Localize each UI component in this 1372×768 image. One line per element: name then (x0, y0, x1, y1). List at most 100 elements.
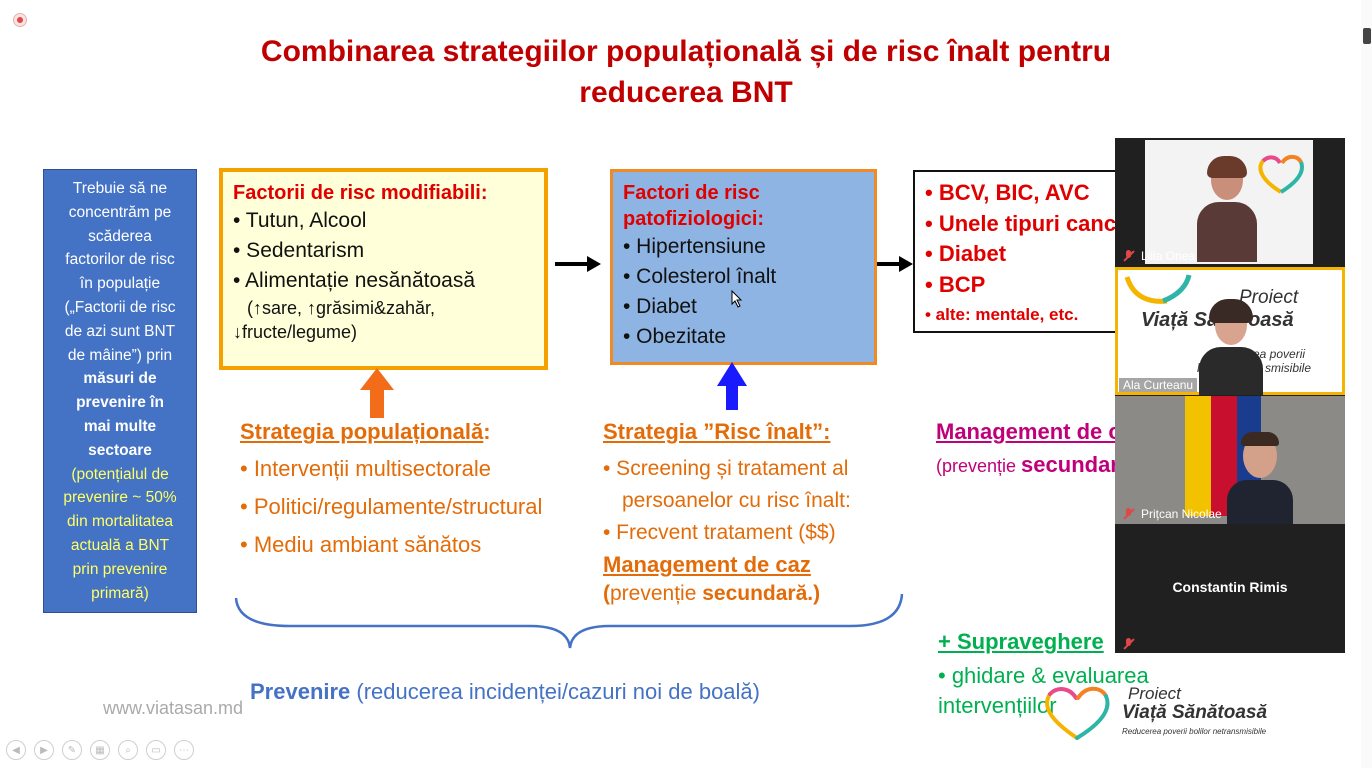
patho-item: • Obezitate (623, 325, 727, 348)
participant-name-label: Ala Curteanu (1119, 378, 1198, 392)
surveillance-title: + Supraveghere (938, 629, 1104, 654)
population-focus-box: Trebuie să ne concentrăm pe scăderea fac… (43, 169, 197, 613)
prevention-caption: Prevenire (reducerea incidenței/cazuri n… (250, 679, 760, 705)
left-box-line: factorilor de risc (65, 251, 175, 269)
participant-name: Lilia Onea (1141, 249, 1196, 263)
left-box-line: (potențialul de (71, 465, 169, 483)
scroll-thumb[interactable] (1363, 28, 1371, 44)
participant-tile-active-speaker[interactable]: Proiect Viață Sănătoasă rea poverii bo s… (1115, 267, 1345, 395)
left-box-line: măsuri de (83, 370, 157, 388)
risk-box-title: Factorii de risc modifiabili: (233, 182, 488, 204)
participant-tile[interactable]: Constantin Rimis (1115, 525, 1345, 653)
pen-icon[interactable]: ✎ (62, 740, 82, 760)
scroll-rail[interactable] (1361, 0, 1372, 768)
tile-logo-sub: smisibile (1265, 361, 1312, 375)
more-options-icon[interactable]: ⋯ (174, 740, 194, 760)
left-box-line: scăderea (88, 227, 152, 245)
surveillance-line: intervențiilor (938, 693, 1057, 718)
management-right-title: Management de caz (936, 419, 1144, 444)
high-risk-item: • Screening și tratament al (603, 457, 849, 480)
mic-muted-icon (1123, 508, 1135, 520)
left-box-line: mai multe (83, 417, 157, 435)
population-strategy-item: • Intervenții multisectorale (240, 456, 492, 481)
left-box-line: („Factorii de risc (64, 298, 176, 316)
pathophysiological-risk-box: Factori de risc patofiziologici: • Hiper… (610, 169, 877, 365)
population-strategy-item: • Mediu ambiant sănătos (240, 532, 482, 557)
participant-name-centered: Constantin Rimis (1172, 579, 1288, 595)
project-logo: Proiect Viață Sănătoasă Reducerea poveri… (1040, 684, 1280, 744)
disease-item: • alte: mentale, etc. (925, 305, 1079, 324)
previous-slide-icon[interactable]: ◀ (6, 740, 26, 760)
left-box-line: sectoare (88, 441, 152, 459)
left-box-line: prevenire în (76, 394, 164, 412)
management-right-prevention: (prevenție secundară) (936, 452, 1138, 479)
left-box-line: de azi sunt BNT (64, 322, 176, 340)
participant-tile[interactable]: Lilia Onea (1115, 138, 1345, 266)
participant-tile[interactable]: Prițcan Nicolae (1115, 396, 1345, 524)
prevention-rest: (reducerea incidenței/cazuri noi de boal… (350, 679, 760, 704)
participant-name-label: Prițcan Nicolae (1123, 507, 1222, 521)
risk-item: • Sedentarism (233, 239, 365, 262)
participant-name-label: Lilia Onea (1123, 249, 1195, 263)
risk-sub-line: (↑sare, ↑grăsimi&zahăr, (247, 298, 436, 318)
left-box-line: actuală a BNT (70, 536, 170, 554)
left-box-line: în populație (79, 275, 161, 293)
participant-video (1145, 140, 1313, 264)
patho-title-line: patofiziologici: (623, 208, 765, 230)
mic-muted-icon (1123, 638, 1135, 650)
population-strategy-item: • Politici/regulamente/structural (240, 494, 543, 519)
logo-line2: Viață Sănătoasă (1122, 702, 1268, 723)
next-slide-icon[interactable]: ▶ (34, 740, 54, 760)
disease-item: • BCP (925, 271, 986, 297)
screen-icon[interactable]: ▭ (146, 740, 166, 760)
modifiable-risk-factors-box: Factorii de risc modifiabili: • Tutun, A… (219, 168, 548, 370)
participant-figure (1227, 432, 1293, 524)
case-management-title: Management de caz (603, 552, 811, 577)
all-slides-icon[interactable]: ▦ (90, 740, 110, 760)
participants-video-panel[interactable]: Lilia Onea Proiect Viață Sănătoasă rea p… (1115, 138, 1345, 653)
disease-item: • Unele tipuri cancer (925, 210, 1123, 236)
high-risk-strategy-title: Strategia ”Risc înalt”: (603, 419, 831, 444)
population-strategy-colon: : (483, 419, 491, 444)
zoom-icon[interactable]: ⌕ (118, 740, 138, 760)
secondary-prevention-text: prevenție (610, 582, 703, 605)
secondary-prevention-line: (prevenție secundară.) (603, 579, 851, 609)
prevention-bold: Prevenire (250, 679, 351, 704)
high-risk-item: • Frecvent tratament ($$) (603, 521, 836, 544)
left-box-line: din mortalitatea (67, 513, 173, 531)
tile-logo-proiect: Proiect (1239, 287, 1299, 308)
paren-open: ( (603, 582, 610, 605)
patho-item: • Diabet (623, 295, 697, 318)
left-box-line: concentrăm pe (68, 203, 172, 221)
slide-title-line1: Combinarea strategiilor populațională și… (260, 35, 1112, 68)
high-risk-item-cont: persoanelor cu risc înalt: (622, 489, 851, 512)
arrow-right-icon (875, 256, 913, 272)
secondary-prevention-bold: secundară.) (702, 582, 821, 605)
heart-logo-icon (1045, 686, 1110, 740)
left-box-line: Trebuie să ne (72, 180, 168, 197)
risk-sub-line: ↓fructe/legume) (233, 322, 358, 342)
participant-mic-label (1123, 638, 1135, 650)
left-box-line: primară) (91, 584, 149, 602)
surveillance-line: • ghidare & evaluarea (938, 663, 1149, 688)
disease-item: • Diabet (925, 241, 1007, 266)
arrow-right-icon (555, 256, 601, 272)
participant-name: Ala Curteanu (1123, 378, 1194, 392)
heart-logo-icon (1124, 274, 1192, 304)
tile-logo-sub: rea poverii (1249, 347, 1306, 361)
prevention-right-text: (prevenție (936, 456, 1022, 476)
risk-item: • Alimentație nesănătoasă (233, 269, 476, 292)
risk-item: • Tutun, Alcool (233, 209, 367, 232)
diseases-box: • BCV, BIC, AVC • Unele tipuri cancer • … (913, 170, 1123, 333)
curly-brace-icon (234, 593, 904, 649)
high-risk-strategy: Strategia ”Risc înalt”: • Screening și t… (603, 418, 851, 609)
patho-title-line: Factori de risc (623, 182, 760, 204)
patho-item: • Colesterol înalt (623, 265, 777, 288)
recording-indicator-icon (13, 13, 27, 27)
arrow-up-icon (717, 362, 747, 410)
mouse-cursor-icon (731, 290, 743, 308)
mic-muted-icon (1123, 250, 1135, 262)
participant-figure (1199, 297, 1263, 395)
left-box-line: de mâine”) prin (67, 346, 173, 364)
left-box-line: prin prevenire (72, 560, 168, 578)
